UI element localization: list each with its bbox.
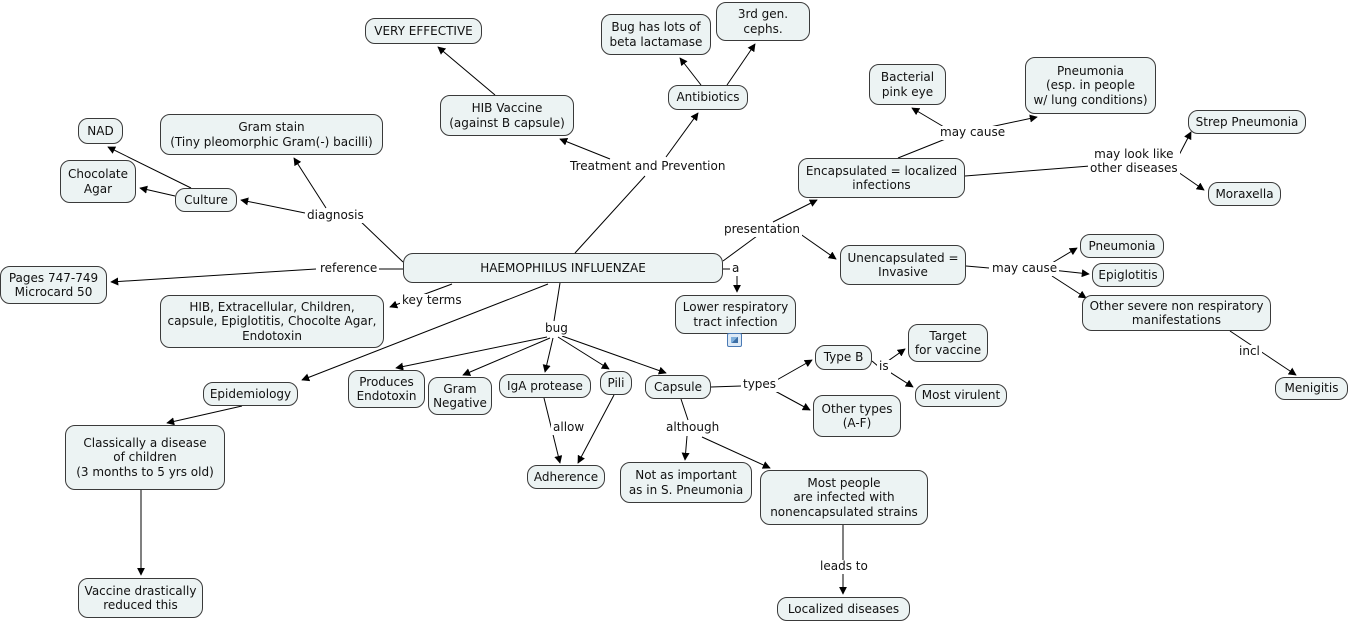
node-nad[interactable]: NAD bbox=[78, 118, 123, 144]
edge-diagnosis-gramstain bbox=[293, 157, 327, 209]
node-other-types[interactable]: Other types (A-F) bbox=[813, 395, 901, 437]
node-chocolate-agar[interactable]: Chocolate Agar bbox=[60, 160, 136, 203]
node-bacterial-pink-eye[interactable]: Bacterial pink eye bbox=[869, 64, 946, 105]
edge-label-allow[interactable]: allow bbox=[551, 420, 587, 435]
edge-presentation-encapsulated bbox=[772, 199, 818, 223]
node-haemophilus-influenzae[interactable]: HAEMOPHILUS INFLUENZAE bbox=[403, 253, 723, 283]
node-antibiotics[interactable]: Antibiotics bbox=[668, 85, 748, 110]
edge-encapsulated-maylook bbox=[964, 165, 1091, 177]
edge-label-types[interactable]: types bbox=[741, 377, 779, 392]
edge-othersevere-menigitis bbox=[1229, 330, 1297, 376]
edge-label-treatment-and-prevention[interactable]: Treatment and Prevention bbox=[568, 159, 728, 174]
edge-label-key-terms[interactable]: key terms bbox=[400, 293, 464, 308]
node-beta-lactamase[interactable]: Bug has lots of beta lactamase bbox=[601, 14, 711, 55]
node-gram-stain[interactable]: Gram stain (Tiny pleomorphic Gram(-) bac… bbox=[160, 114, 383, 155]
node-moraxella[interactable]: Moraxella bbox=[1208, 182, 1281, 206]
edge-main-treatment bbox=[574, 175, 646, 254]
edge-label-incl[interactable]: incl bbox=[1237, 344, 1262, 359]
edge-pili-adherence bbox=[577, 394, 615, 464]
edge-is-targetvaccine bbox=[887, 348, 906, 362]
edge-although-notimportant bbox=[681, 435, 690, 461]
edge-culture-chocolateagar bbox=[139, 185, 176, 197]
edge-epidemiology-classic bbox=[166, 405, 243, 426]
node-not-as-important[interactable]: Not as important as in S. Pneumonia bbox=[620, 462, 752, 503]
edge-types-typeb bbox=[774, 359, 813, 382]
node-most-people-infected[interactable]: Most people are infected with nonencapsu… bbox=[760, 470, 928, 525]
edge-bug-igaprotease bbox=[542, 337, 554, 373]
edge-label-diagnosis[interactable]: diagnosis bbox=[305, 208, 366, 223]
edge-reference-pages bbox=[110, 268, 317, 286]
node-unencapsulated[interactable]: Unencapsulated = Invasive bbox=[840, 245, 966, 285]
edge-types-othertypes bbox=[774, 390, 811, 411]
node-gram-negative[interactable]: Gram Negative bbox=[428, 377, 492, 415]
edge-is-mostvirulent bbox=[887, 370, 914, 388]
node-most-virulent[interactable]: Most virulent bbox=[915, 384, 1007, 407]
node-classically-disease-children[interactable]: Classically a disease of children (3 mon… bbox=[65, 425, 225, 490]
edge-label-may-look-like[interactable]: may look like other diseases bbox=[1088, 147, 1180, 176]
node-pneumonia-lung-conditions[interactable]: Pneumonia (esp. in people w/ lung condit… bbox=[1025, 57, 1156, 114]
node-culture[interactable]: Culture bbox=[175, 188, 237, 212]
node-other-severe-manifestations[interactable]: Other severe non respiratory manifestati… bbox=[1082, 295, 1271, 331]
edge-label-bug[interactable]: bug bbox=[543, 321, 570, 336]
node-epiglotitis[interactable]: Epiglotitis bbox=[1092, 263, 1164, 287]
edge-encapsulated-maycause bbox=[897, 137, 949, 159]
node-localized-diseases[interactable]: Localized diseases bbox=[777, 597, 910, 621]
edge-label-may-cause-unencapsulated[interactable]: may cause bbox=[990, 261, 1060, 276]
node-3rd-gen-cephs[interactable]: 3rd gen. cephs. bbox=[716, 2, 810, 41]
node-lower-respiratory[interactable]: Lower respiratory tract infection bbox=[675, 295, 796, 334]
node-encapsulated[interactable]: Encapsulated = localized infections bbox=[798, 158, 965, 198]
node-pili[interactable]: Pili bbox=[600, 371, 632, 395]
edge-label-is[interactable]: is bbox=[877, 359, 891, 374]
edge-label-a[interactable]: a bbox=[730, 261, 742, 276]
node-pages-reference[interactable]: Pages 747-749 Microcard 50 bbox=[0, 266, 107, 304]
edge-capsule-although bbox=[680, 398, 689, 421]
edge-treatment-antibiotics bbox=[665, 112, 699, 158]
edge-capsule-types bbox=[710, 385, 742, 388]
edge-antibiotics-cephs bbox=[726, 43, 756, 86]
edge-main-presentation bbox=[722, 235, 758, 262]
node-iga-protease[interactable]: IgA protease bbox=[499, 374, 591, 398]
edge-label-reference[interactable]: reference bbox=[318, 261, 380, 276]
edge-antibiotics-betalactamase bbox=[679, 57, 702, 86]
edge-bug-pili bbox=[557, 336, 610, 370]
edge-label-although[interactable]: although bbox=[664, 420, 722, 435]
edge-main-epidemiology bbox=[301, 283, 549, 382]
edge-main-diagnosis bbox=[356, 217, 404, 263]
edge-label-presentation[interactable]: presentation bbox=[722, 222, 802, 237]
node-very-effective[interactable]: VERY EFFECTIVE bbox=[365, 18, 482, 44]
edge-label-leads-to[interactable]: leads to bbox=[818, 559, 870, 574]
edge-maycause2-othersevere bbox=[1051, 275, 1087, 299]
edge-maylook-strep bbox=[1177, 131, 1192, 158]
edge-diagnosis-culture bbox=[240, 197, 306, 214]
attachment-icon[interactable] bbox=[727, 333, 742, 347]
node-type-b[interactable]: Type B bbox=[815, 345, 872, 370]
edge-bug-gramnegative bbox=[462, 337, 551, 376]
node-capsule[interactable]: Capsule bbox=[645, 375, 711, 399]
edge-label-may-cause-encapsulated[interactable]: may cause bbox=[938, 125, 1008, 140]
node-key-terms-list[interactable]: HIB, Extracellular, Children, capsule, E… bbox=[160, 295, 384, 348]
node-adherence[interactable]: Adherence bbox=[527, 465, 605, 489]
edge-maylook-moraxella bbox=[1177, 171, 1205, 191]
edge-main-bug bbox=[553, 282, 561, 322]
node-pneumonia[interactable]: Pneumonia bbox=[1080, 234, 1164, 258]
edge-unencapsulated-maycause bbox=[965, 265, 990, 269]
edge-hibvaccine-veryeffective bbox=[437, 46, 496, 96]
edge-treatment-hibvaccine bbox=[559, 137, 611, 160]
node-hib-vaccine[interactable]: HIB Vaccine (against B capsule) bbox=[440, 95, 574, 136]
edge-maycause2-pneumonia bbox=[1051, 247, 1078, 264]
edge-maycause-pinkeye bbox=[911, 107, 945, 128]
node-epidemiology[interactable]: Epidemiology bbox=[203, 382, 298, 406]
node-target-for-vaccine[interactable]: Target for vaccine bbox=[908, 324, 988, 362]
edge-culture-nad bbox=[107, 146, 192, 189]
edge-presentation-unencapsulated bbox=[795, 230, 837, 260]
node-strep-pneumonia[interactable]: Strep Pneumonia bbox=[1188, 110, 1306, 134]
edge-maycause-pneumonialung bbox=[989, 114, 1038, 128]
edge-bug-producesendotoxin bbox=[395, 336, 548, 371]
node-vaccine-reduced[interactable]: Vaccine drastically reduced this bbox=[78, 578, 203, 618]
edge-bug-capsule bbox=[561, 335, 667, 375]
node-produces-endotoxin[interactable]: Produces Endotoxin bbox=[348, 370, 425, 408]
node-menigitis[interactable]: Menigitis bbox=[1275, 377, 1348, 400]
edge-although-mostpeople bbox=[701, 436, 771, 469]
